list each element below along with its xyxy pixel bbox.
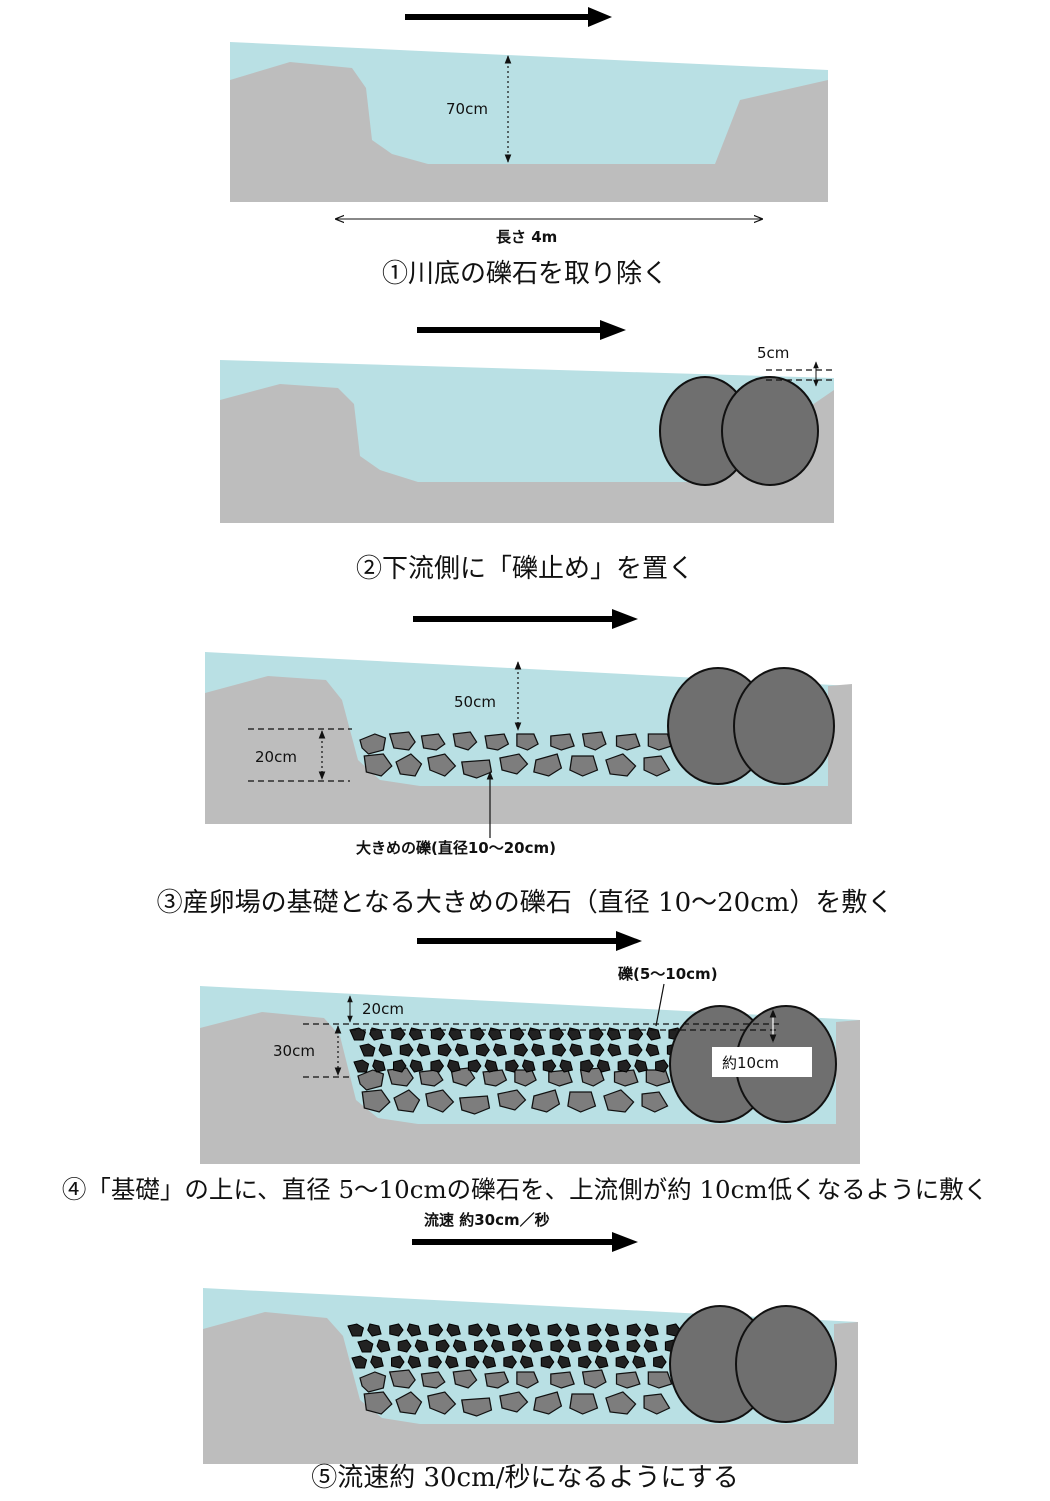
step-caption: ①川底の礫石を取り除く [382, 259, 668, 289]
flow-arrow-head-icon [612, 609, 638, 629]
boulder-downstream [735, 1305, 837, 1423]
step-caption: ②下流側に「礫止め」を置く [356, 554, 694, 584]
step-2: 5cm ②下流側に「礫止め」を置く [220, 320, 836, 584]
base-thickness-label: 20cm [255, 748, 297, 766]
length-label: 長さ 4m [496, 228, 557, 246]
river-bed [220, 384, 834, 523]
flow-arrow-head-icon [616, 931, 642, 951]
diff-label: 約10cm [722, 1054, 779, 1072]
flow-arrow-head-icon [588, 7, 612, 27]
flow-arrow-head-icon [600, 320, 626, 340]
water-depth-label: 20cm [362, 1000, 404, 1018]
step-3: 50cm 20cm 大きめの礫(直径10〜20cm) ③産卵場の基礎となる大きめ… [157, 609, 894, 918]
layer-thickness-label: 30cm [273, 1042, 315, 1060]
step-5: 流速 約30cm／秒 ⑤流速約 30cm/秒になるようにする [203, 1211, 858, 1493]
step-4: 20cm 30cm 礫(5〜10cm) 約10cm ④「基礎」の上に、直径 5〜… [62, 931, 988, 1204]
boulder-downstream [721, 376, 819, 486]
diff-label-box [712, 1047, 812, 1077]
pebble-row-1 [347, 1323, 681, 1337]
water-depth-label: 50cm [454, 693, 496, 711]
river-bed [203, 1312, 858, 1464]
river-bed [200, 1012, 860, 1164]
pebble-row-3 [351, 1355, 667, 1369]
downstream-bank [836, 1020, 860, 1124]
flow-speed-label: 流速 約30cm／秒 [424, 1211, 550, 1229]
pebble-row-3 [353, 1059, 669, 1073]
stone-callout-label: 大きめの礫(直径10〜20cm) [356, 839, 556, 857]
pebble-row-2 [357, 1339, 679, 1353]
downstream-bank [828, 684, 852, 786]
downstream-bank [834, 1322, 858, 1424]
flow-arrow-head-icon [612, 1232, 638, 1252]
pebble-callout-label: 礫(5〜10cm) [618, 965, 718, 983]
step-1: 70cm 長さ 4m ①川底の礫石を取り除く [230, 7, 828, 289]
step-caption: ④「基礎」の上に、直径 5〜10cmの礫石を、上流側が約 10cm低くなるように… [62, 1175, 988, 1204]
river-bed [205, 676, 852, 824]
step-caption: ③産卵場の基礎となる大きめの礫石（直径 10〜20cm）を敷く [157, 888, 894, 918]
step-caption: ⑤流速約 30cm/秒になるようにする [311, 1463, 739, 1493]
depth-label: 70cm [446, 100, 488, 118]
pebble-row-2 [359, 1043, 681, 1057]
pebble-callout-pointer [655, 983, 665, 1027]
gap-label: 5cm [757, 344, 789, 362]
river-bed [230, 62, 828, 202]
boulder-downstream [733, 667, 835, 785]
